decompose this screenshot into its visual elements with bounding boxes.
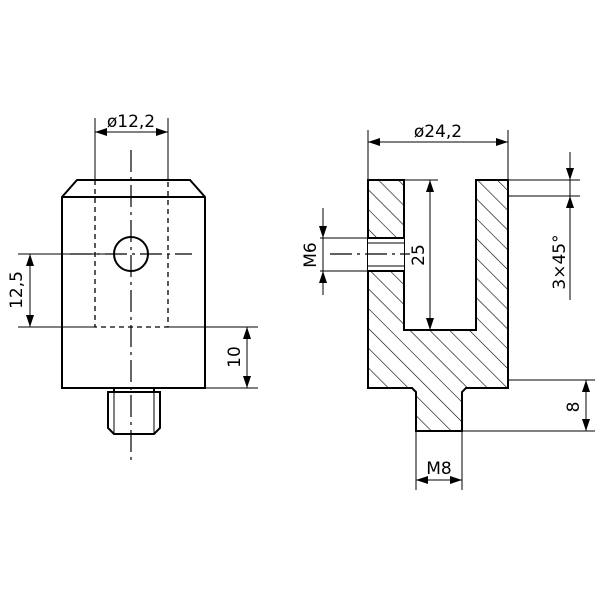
dim-section-diameter-label: ø24,2	[414, 122, 462, 142]
dim-section-chamfer-label: 3×45°	[550, 234, 570, 289]
dim-front-bottom-label: 10	[225, 346, 245, 368]
front-threaded-stud	[107, 388, 161, 435]
section-hatched-body	[367, 179, 509, 432]
front-view: ø12,2 12,5 10	[7, 112, 258, 462]
dim-section-stud-length-label: 8	[564, 402, 584, 413]
dim-front-diameter-label: ø12,2	[107, 112, 155, 132]
dim-section-stud-length: 8	[462, 379, 595, 432]
dim-section-diameter: ø24,2	[367, 122, 509, 180]
dim-section-depth: 25	[404, 179, 438, 330]
dim-front-height: 12,5	[7, 253, 114, 328]
dim-section-m8-label: M8	[426, 459, 451, 479]
dim-section-depth-label: 25	[409, 244, 429, 266]
dim-front-diameter: ø12,2	[94, 112, 169, 180]
dim-front-height-label: 12,5	[7, 271, 27, 309]
dim-section-chamfer: 3×45°	[490, 152, 580, 300]
dim-front-bottom: 10	[168, 326, 258, 389]
front-body-outline	[61, 179, 206, 389]
dim-section-m8: M8	[415, 431, 463, 490]
section-view: ø24,2 25 M6 3×45°	[301, 122, 595, 490]
dim-section-m6-label: M6	[301, 242, 321, 267]
dim-section-m6: M6	[301, 208, 368, 295]
